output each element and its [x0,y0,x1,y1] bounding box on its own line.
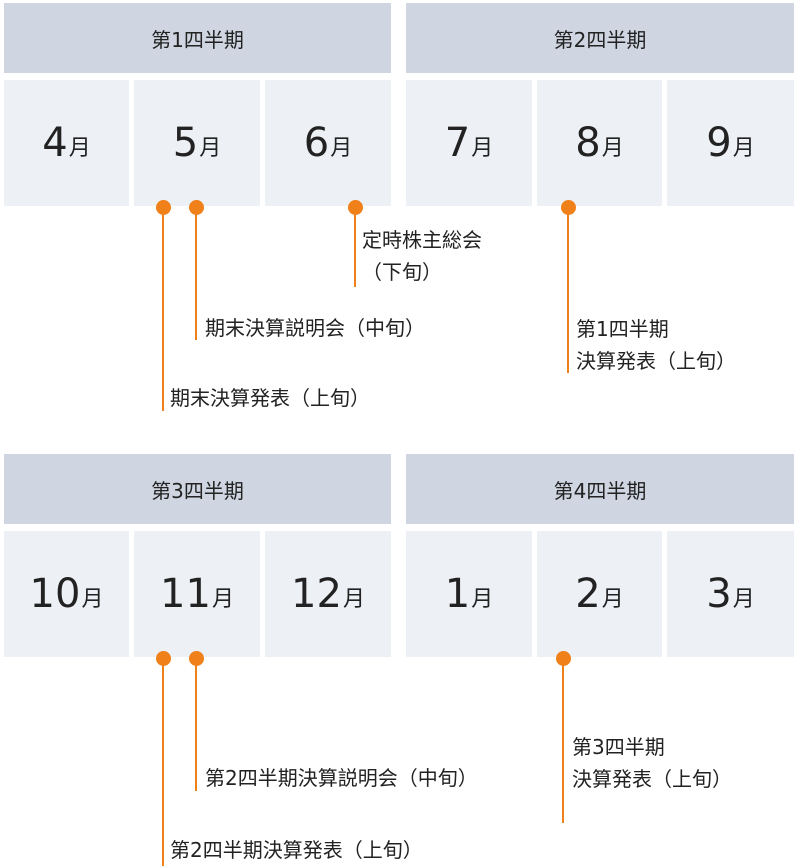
event-label-q1-results: 第1四半期決算発表（上旬） [576,317,736,373]
month-unit: 月 [211,587,234,612]
event-label-shareholders-meeting: 定時株主総会（下旬） [362,228,482,284]
event-line-shareholders-meeting [354,210,356,287]
event-dot-year-end-briefing [189,200,204,215]
event-line-year-end-briefing [195,210,197,340]
event-line-q3-results [562,661,564,823]
month-number: 10 [29,571,81,617]
month-number: 6 [303,120,330,166]
event-label-q2-briefing: 第2四半期決算説明会（中旬） [205,766,478,790]
month-number: 4 [42,120,68,166]
event-dot-q1-results [561,200,576,215]
quarter-header-q1: 第1四半期 [4,3,391,73]
month-unit: 月 [68,136,91,161]
month-unit: 月 [601,587,624,612]
month-unit: 月 [471,136,494,161]
month-number: 11 [160,571,211,617]
month-unit: 月 [81,587,104,612]
month-number: 3 [706,571,732,617]
quarter-header-q4: 第4四半期 [406,454,794,524]
month-number: 7 [444,120,471,166]
event-label-q2-results: 第2四半期決算発表（上旬） [170,838,423,862]
month-unit: 月 [471,587,494,612]
event-dot-q2-results [156,651,171,666]
month-number: 1 [444,571,471,617]
month-unit: 月 [330,136,353,161]
month-number: 9 [706,120,732,166]
month-unit: 月 [601,136,624,161]
event-dot-shareholders-meeting [348,200,363,215]
month-number: 5 [172,120,199,166]
quarter-header-q3: 第3四半期 [4,454,391,524]
quarter-header-q2: 第2四半期 [406,3,794,73]
month-unit: 月 [732,587,755,612]
event-label-year-end-results: 期末決算発表（上旬） [170,386,370,410]
month-number: 8 [575,120,601,166]
event-line-q2-results [162,661,164,866]
event-dot-q3-results [556,651,571,666]
month-number: 2 [575,571,601,617]
event-dot-year-end-results [156,200,171,215]
month-number: 12 [291,571,342,617]
month-unit: 月 [199,136,222,161]
event-line-year-end-results [162,210,164,411]
event-dot-q2-briefing [189,651,204,666]
event-line-q2-briefing [195,661,197,791]
month-unit: 月 [732,136,755,161]
event-line-q1-results [567,210,569,373]
event-label-year-end-briefing: 期末決算説明会（中旬） [205,316,425,340]
month-unit: 月 [342,587,365,612]
event-label-q3-results: 第3四半期決算発表（上旬） [572,735,732,791]
